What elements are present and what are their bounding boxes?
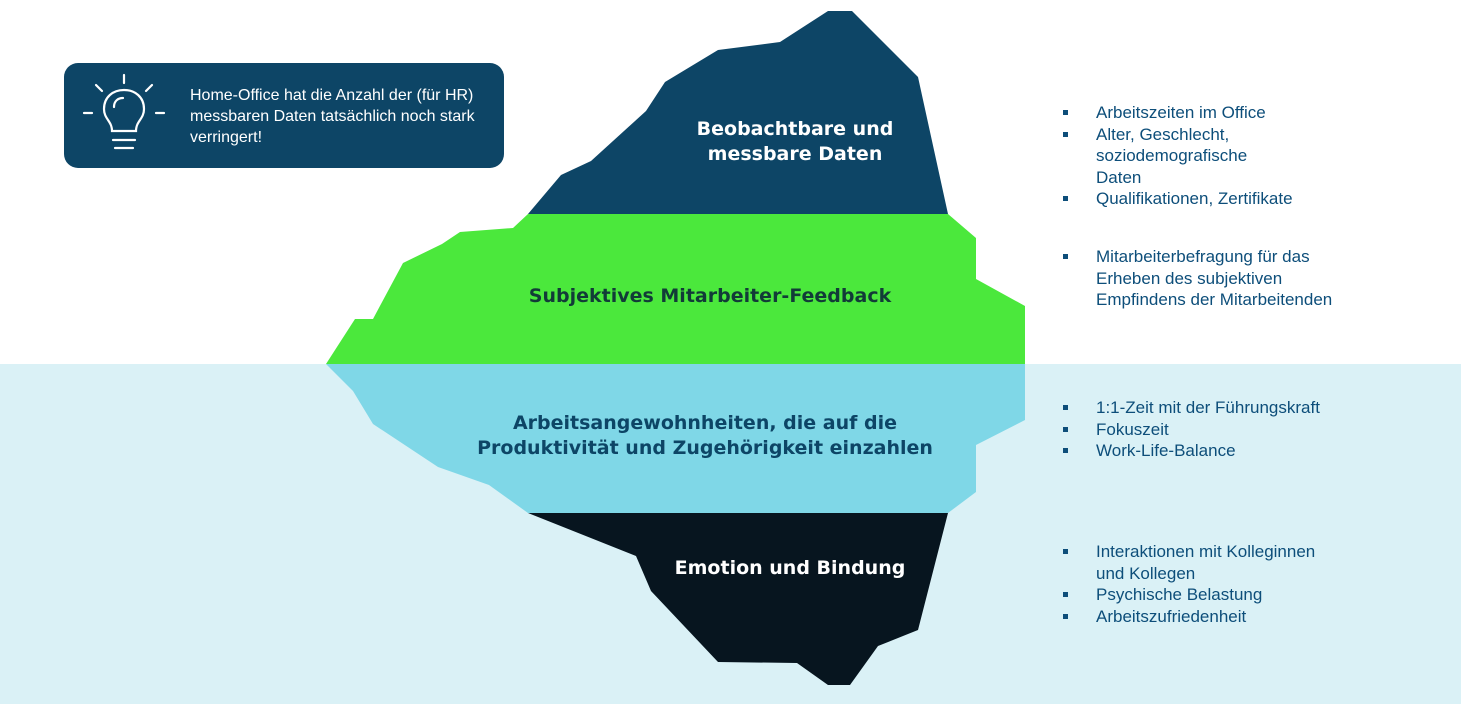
layer-label-habits: Arbeitsangewohnheiten, die auf die Produ…: [477, 412, 933, 459]
list-item: Arbeitszeiten im Office: [1062, 102, 1293, 124]
callout-text: Home-Office hat die Anzahl der (für HR) …: [190, 87, 475, 146]
list-item: Arbeitszufriedenheit: [1062, 606, 1336, 628]
iceberg-layer-habits: [326, 364, 1025, 513]
layer-label-emotion: Emotion und Bindung: [674, 557, 906, 579]
list-item: Work-Life-Balance: [1062, 440, 1320, 462]
list-item: Qualifikationen, Zertifikate: [1062, 188, 1293, 210]
list-item: Mitarbeiterbefragung für das Erheben des…: [1062, 246, 1341, 311]
lightbulb-icon: [82, 73, 166, 150]
bullet-list-emotion: Interaktionen mit Kolleginnen und Kolleg…: [1062, 541, 1336, 627]
list-item: Alter, Geschlecht, soziodemografische Da…: [1062, 124, 1286, 189]
list-item: 1:1-Zeit mit der Führungskraft: [1062, 397, 1320, 419]
bullet-list-observable: Arbeitszeiten im Office Alter, Geschlech…: [1062, 102, 1293, 210]
layer-label-observable: Beobachtbare und messbare Daten: [696, 118, 894, 165]
bullet-list-feedback: Mitarbeiterbefragung für das Erheben des…: [1062, 246, 1341, 311]
iceberg-layer-feedback: [326, 214, 1025, 364]
list-item: Interaktionen mit Kolleginnen und Kolleg…: [1062, 541, 1336, 584]
bullet-list-habits: 1:1-Zeit mit der Führungskraft Fokuszeit…: [1062, 397, 1320, 462]
iceberg-layer-emotion: [528, 513, 948, 685]
iceberg-layer-observable: [528, 11, 948, 214]
list-item: Fokuszeit: [1062, 419, 1320, 441]
layer-label-feedback: Subjektives Mitarbeiter-Feedback: [528, 285, 892, 307]
insight-callout: Home-Office hat die Anzahl der (für HR) …: [64, 63, 504, 168]
list-item: Psychische Belastung: [1062, 584, 1336, 606]
